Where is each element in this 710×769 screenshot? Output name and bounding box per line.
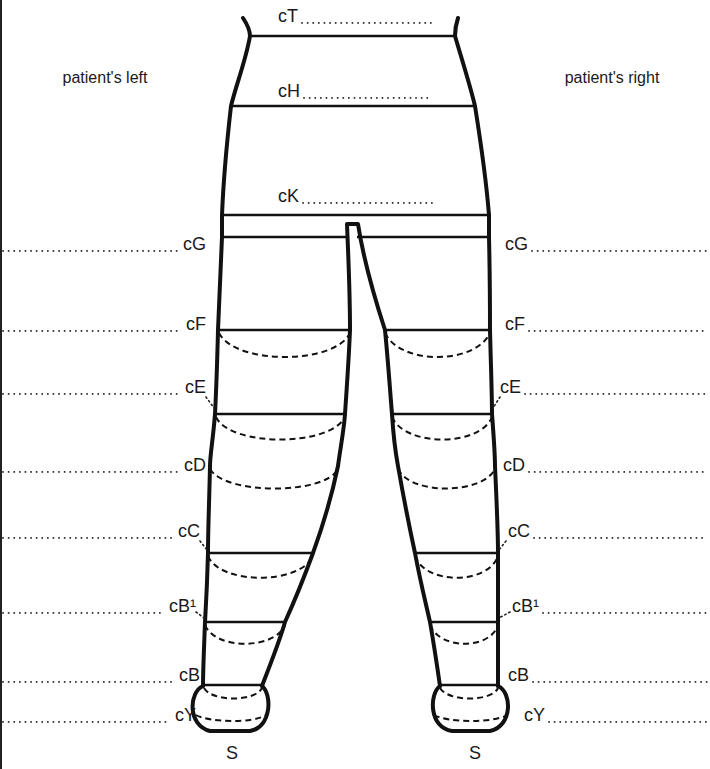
circumference-label: cB xyxy=(508,666,529,686)
measure-label: cH xyxy=(278,82,300,102)
dotted-line xyxy=(3,250,179,252)
circumference-label: cB¹ xyxy=(169,597,196,617)
circumference-label: cC xyxy=(508,522,530,542)
circumference-label: cF xyxy=(186,315,206,335)
dotted-line xyxy=(3,393,181,395)
circumference-label: cC xyxy=(178,522,200,542)
circumference-label: cE xyxy=(185,378,206,398)
circumference-label: cB xyxy=(179,666,200,686)
dotted-line xyxy=(529,471,707,473)
dotted-line xyxy=(533,681,707,683)
measure-label: cT xyxy=(278,7,298,27)
sole-label: S xyxy=(469,744,481,764)
circumference-label: cD xyxy=(184,456,206,476)
circumference-label: cE xyxy=(500,378,521,398)
circumference-label: cB¹ xyxy=(512,597,539,617)
side-label: patient's left xyxy=(63,69,148,87)
dotted-line xyxy=(302,22,432,24)
dotted-line xyxy=(3,681,175,683)
dotted-line xyxy=(303,202,432,204)
dotted-line xyxy=(529,330,707,332)
dotted-line xyxy=(525,393,707,395)
circumference-label: cD xyxy=(503,456,525,476)
sole-label: S xyxy=(226,744,238,764)
dotted-line xyxy=(3,471,180,473)
dotted-line xyxy=(3,612,165,614)
dotted-line xyxy=(3,330,182,332)
circumference-label: cF xyxy=(505,315,525,335)
measure-label: cK xyxy=(278,187,299,207)
side-label: patient's right xyxy=(565,69,660,87)
dotted-line xyxy=(543,612,707,614)
dotted-line xyxy=(3,721,171,723)
circumference-label: cG xyxy=(183,235,206,255)
circumference-label: cG xyxy=(505,235,528,255)
dotted-line xyxy=(549,721,707,723)
dotted-line xyxy=(534,537,707,539)
dotted-line xyxy=(304,97,432,99)
dotted-line xyxy=(3,537,174,539)
circumference-label: cY xyxy=(524,706,545,726)
dotted-line xyxy=(532,250,707,252)
circumference-label: cY xyxy=(175,706,196,726)
